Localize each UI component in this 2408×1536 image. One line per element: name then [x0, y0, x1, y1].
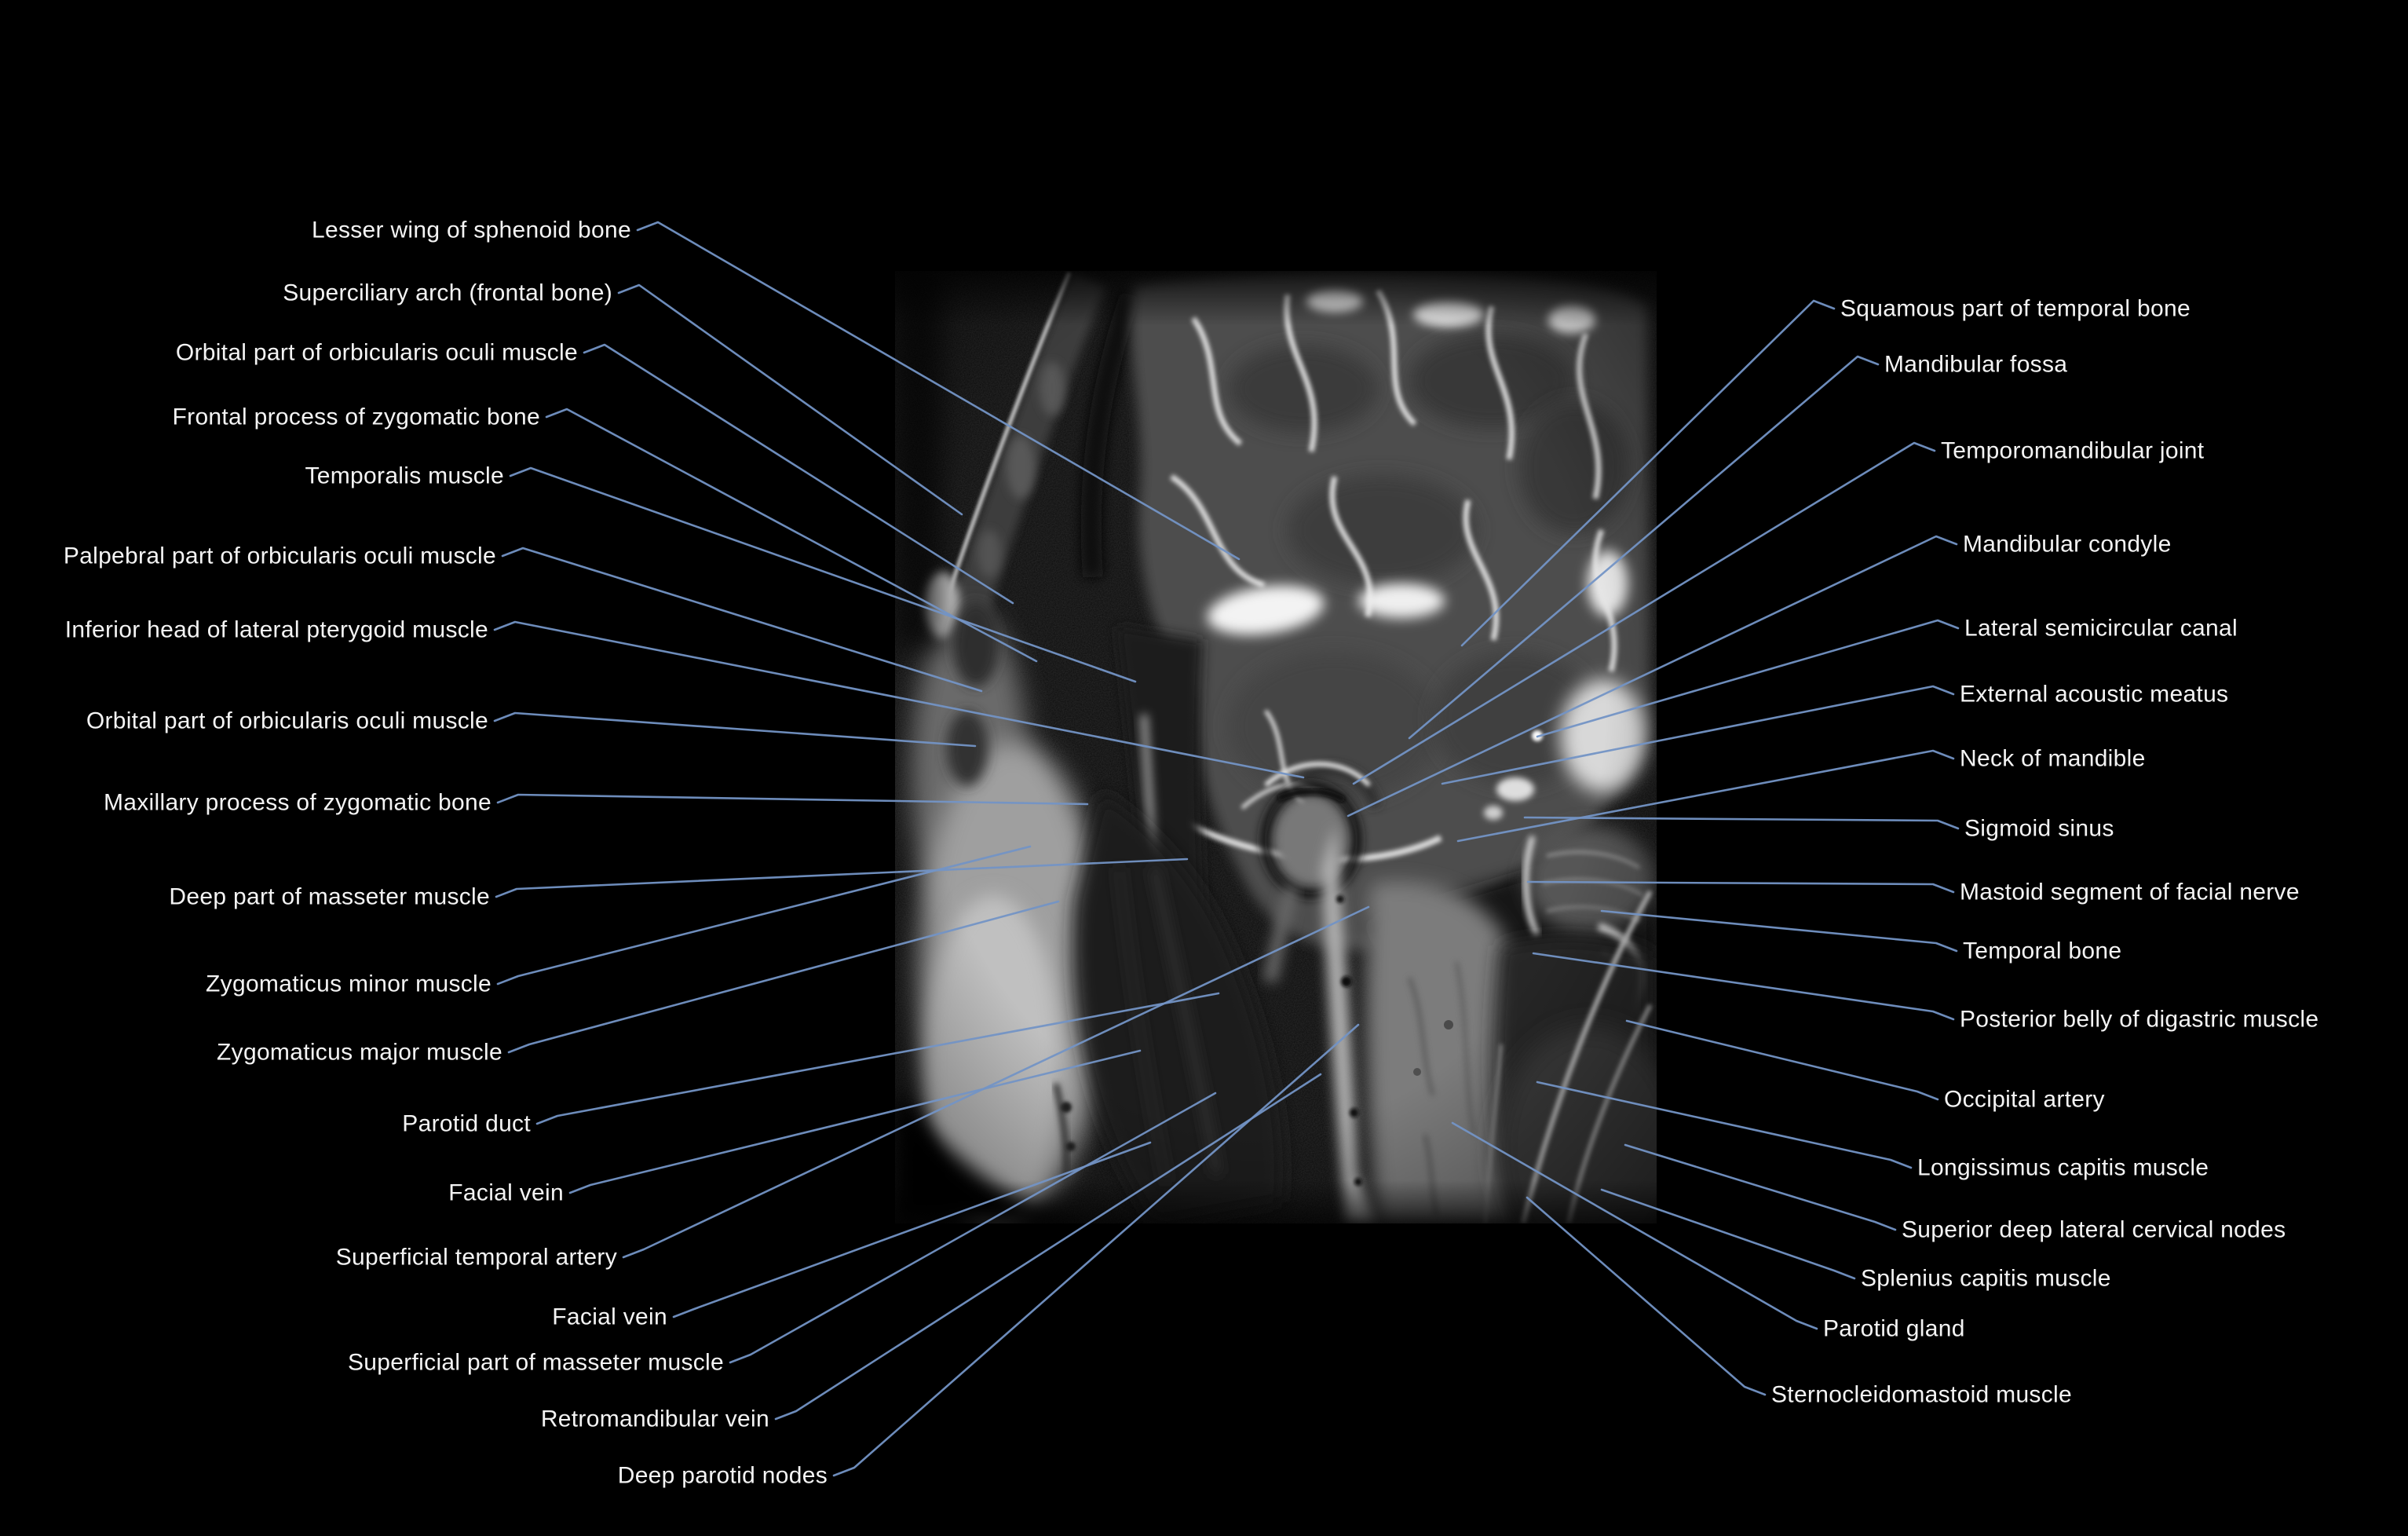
- anatomy-label-right-14: Splenius capitis muscle: [1861, 1265, 2111, 1292]
- anatomy-label-left-9: Deep part of masseter muscle: [169, 883, 490, 910]
- anatomy-label-left-18: Deep parotid nodes: [617, 1462, 828, 1489]
- anatomy-label-right-7: Sigmoid sinus: [1964, 815, 2114, 842]
- anatomy-label-left-15: Facial vein: [552, 1304, 667, 1330]
- anatomy-label-left-14: Superficial temporal artery: [335, 1244, 617, 1271]
- anatomy-label-right-13: Superior deep lateral cervical nodes: [1902, 1216, 2286, 1243]
- anatomy-label-right-12: Longissimus capitis muscle: [1917, 1154, 2209, 1181]
- anatomy-label-left-4: Temporalis muscle: [305, 463, 504, 489]
- mri-artwork: [895, 271, 1657, 1223]
- anatomy-label-left-6: Inferior head of lateral pterygoid muscl…: [64, 616, 488, 643]
- anatomy-label-right-6: Neck of mandible: [1960, 745, 2146, 772]
- anatomy-label-left-11: Zygomaticus major muscle: [217, 1039, 502, 1066]
- anatomy-label-left-2: Orbital part of orbicularis oculi muscle: [175, 339, 578, 366]
- anatomy-label-right-10: Posterior belly of digastric muscle: [1960, 1006, 2319, 1033]
- anatomy-label-left-12: Parotid duct: [402, 1110, 531, 1137]
- anatomy-label-right-1: Mandibular fossa: [1884, 351, 2068, 378]
- anatomy-label-left-13: Facial vein: [448, 1179, 564, 1206]
- anatomy-label-right-2: Temporomandibular joint: [1941, 437, 2205, 464]
- anatomy-label-right-0: Squamous part of temporal bone: [1840, 295, 2191, 322]
- anatomy-label-right-5: External acoustic meatus: [1960, 681, 2229, 708]
- anatomy-label-right-15: Parotid gland: [1823, 1315, 1965, 1342]
- anatomy-label-left-1: Superciliary arch (frontal bone): [283, 280, 612, 306]
- leader-line: [1526, 1196, 1767, 1396]
- anatomy-label-left-10: Zygomaticus minor muscle: [206, 971, 491, 997]
- mri-image: [895, 271, 1657, 1223]
- leader-line: [1624, 1143, 1897, 1231]
- anatomy-label-right-16: Sternocleidomastoid muscle: [1771, 1381, 2072, 1408]
- anatomy-label-left-8: Maxillary process of zygomatic bone: [103, 789, 491, 816]
- anatomy-label-right-3: Mandibular condyle: [1963, 531, 2172, 558]
- anatomy-label-left-0: Lesser wing of sphenoid bone: [311, 217, 631, 243]
- anatomy-label-left-7: Orbital part of orbicularis oculi muscle: [86, 708, 488, 734]
- anatomy-label-left-16: Superficial part of masseter muscle: [347, 1349, 724, 1376]
- anatomy-label-left-17: Retromandibular vein: [540, 1406, 769, 1432]
- leader-line: [1625, 1019, 1939, 1101]
- anatomy-label-right-4: Lateral semicircular canal: [1964, 615, 2238, 642]
- anatomy-label-right-9: Temporal bone: [1963, 938, 2122, 964]
- anatomy-label-left-5: Palpebral part of orbicularis oculi musc…: [63, 543, 496, 569]
- anatomy-label-left-3: Frontal process of zygomatic bone: [172, 404, 540, 430]
- anatomy-label-right-8: Mastoid segment of facial nerve: [1960, 879, 2300, 905]
- anatomy-label-right-11: Occipital artery: [1944, 1086, 2105, 1113]
